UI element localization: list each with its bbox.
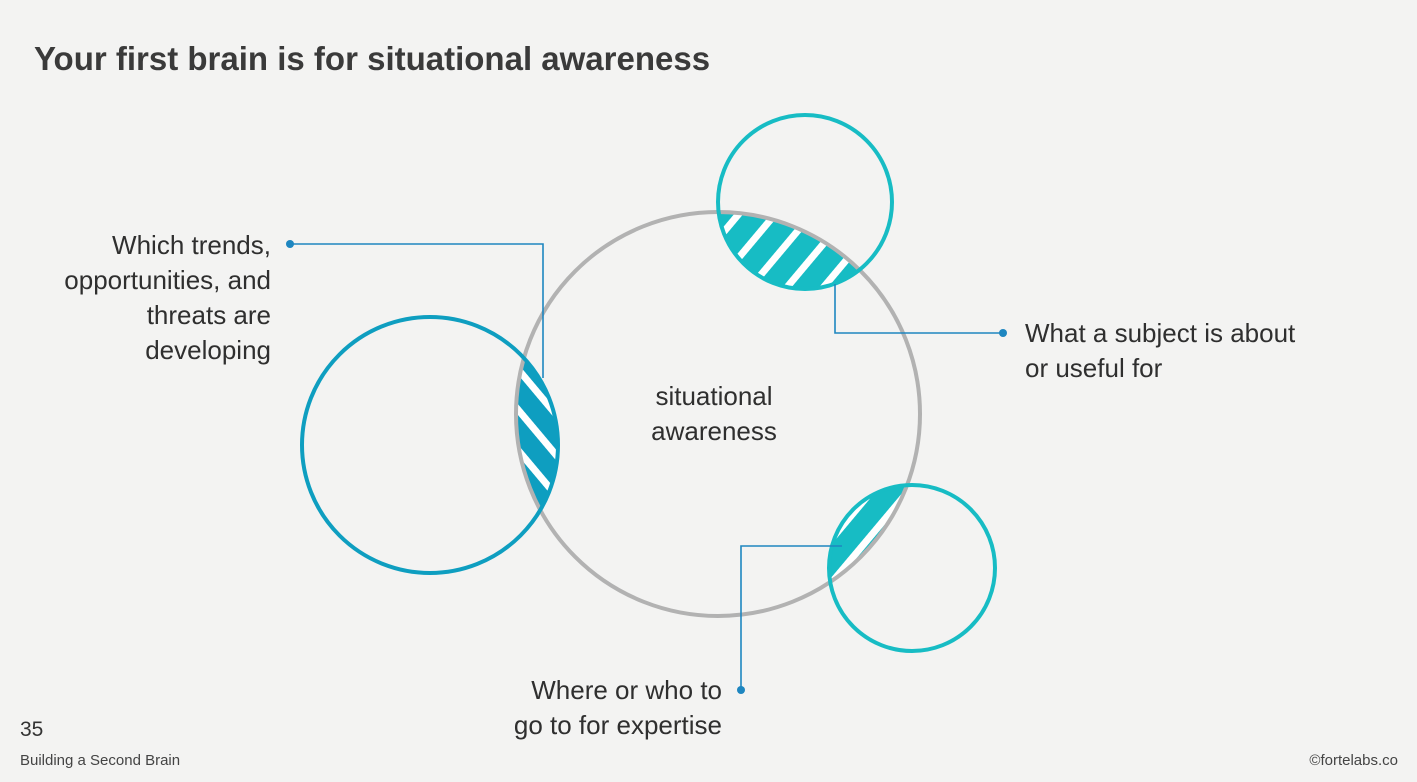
left-callout-text: Which trends, opportunities, and threats…	[64, 228, 271, 368]
bottom-callout-line	[740, 545, 842, 690]
left-callout-line: opportunities, and	[64, 265, 271, 295]
course-name: Building a Second Brain	[20, 752, 181, 769]
central-circle-label: situational awareness	[614, 379, 814, 449]
copyright: ©fortelabs.co	[1309, 752, 1398, 769]
slide-title: Your first brain is for situational awar…	[34, 40, 711, 77]
right-callout-line	[834, 284, 1003, 334]
bottom-callout-dot	[737, 686, 745, 694]
right-callout-text: What a subject is about or useful for	[1025, 316, 1295, 386]
right-callout-line: or useful for	[1025, 353, 1163, 383]
central-label-line: awareness	[651, 416, 777, 446]
right-callout-line: What a subject is about	[1025, 318, 1296, 348]
left-callout-line: developing	[145, 335, 271, 365]
top-circle	[716, 113, 894, 291]
overlap-top-hatch	[718, 212, 892, 289]
left-circle	[300, 315, 560, 575]
bottom-callout-text: Where or who to go to for expertise	[514, 673, 722, 743]
bottom-callout-line: Where or who to	[531, 675, 722, 705]
overlap-left-hatch	[516, 317, 558, 573]
right-callout-dot	[999, 329, 1007, 337]
left-callout-line	[290, 243, 544, 378]
left-callout-dot	[286, 240, 294, 248]
bottom-circle	[827, 483, 997, 653]
left-callout-line: threats are	[146, 300, 271, 330]
bottom-callout-line: go to for expertise	[513, 710, 722, 740]
page-number: 35	[20, 718, 44, 741]
left-callout-line: Which trends,	[112, 230, 271, 260]
central-label-line: situational	[655, 381, 773, 411]
